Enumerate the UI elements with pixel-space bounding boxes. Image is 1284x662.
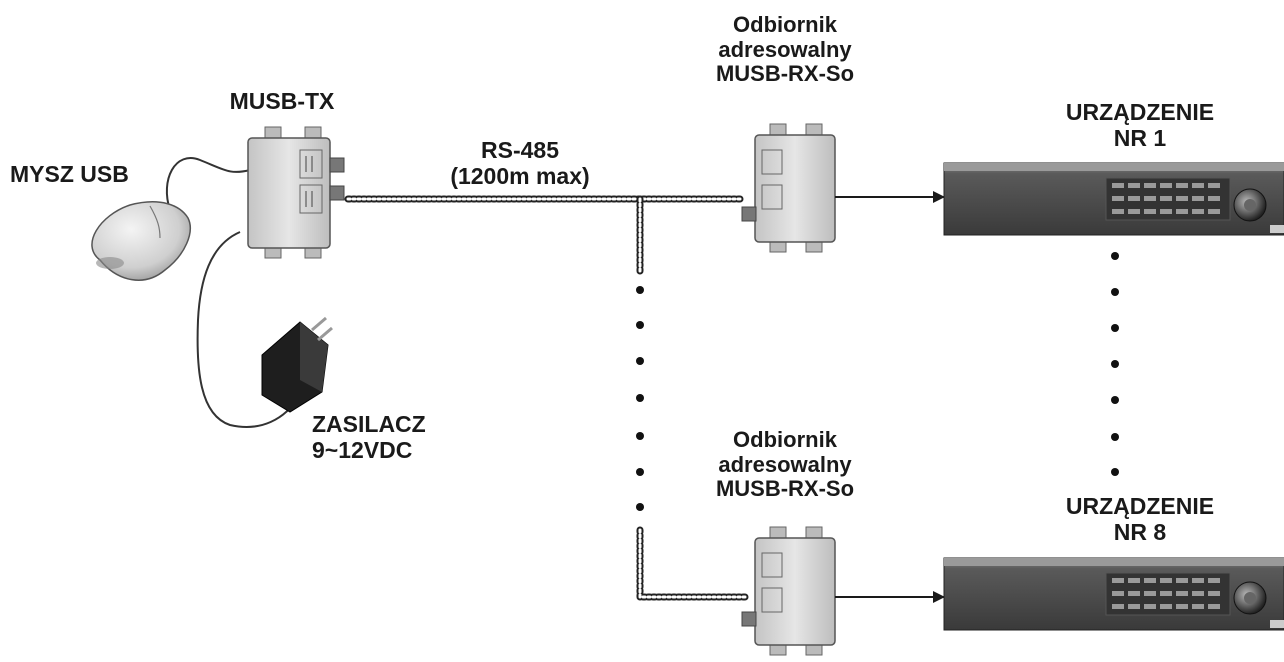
mouse-label: MYSZ USB — [10, 161, 129, 187]
power-supply-label: ZASILACZ 9~12VDC — [312, 411, 426, 463]
device-ellipsis-dots — [1111, 252, 1119, 476]
receiver-bottom-module-icon — [741, 526, 836, 656]
device-8-recorder-icon — [943, 557, 1284, 631]
bus-ellipsis-dots — [636, 286, 644, 511]
power-supply-icon — [261, 316, 333, 413]
rs485-bus-line — [344, 195, 750, 601]
receiver-top-module-icon — [741, 123, 836, 253]
device-1-recorder-icon — [943, 162, 1284, 236]
transmitter-label: MUSB-TX — [229, 88, 335, 114]
power-cable — [196, 231, 301, 428]
usb-mouse-icon — [91, 201, 191, 281]
device-8-label: URZĄDZENIE NR 8 — [1065, 493, 1215, 545]
device-1-label: URZĄDZENIE NR 1 — [1065, 99, 1215, 151]
receiver-top-label: Odbiornik adresowalny MUSB-RX-So — [715, 12, 855, 87]
bus-label: RS-485 (1200m max) — [450, 137, 590, 189]
transmitter-module-icon — [247, 126, 345, 259]
receiver-bottom-label: Odbiornik adresowalny MUSB-RX-So — [715, 427, 855, 502]
usb-cable — [165, 157, 251, 211]
